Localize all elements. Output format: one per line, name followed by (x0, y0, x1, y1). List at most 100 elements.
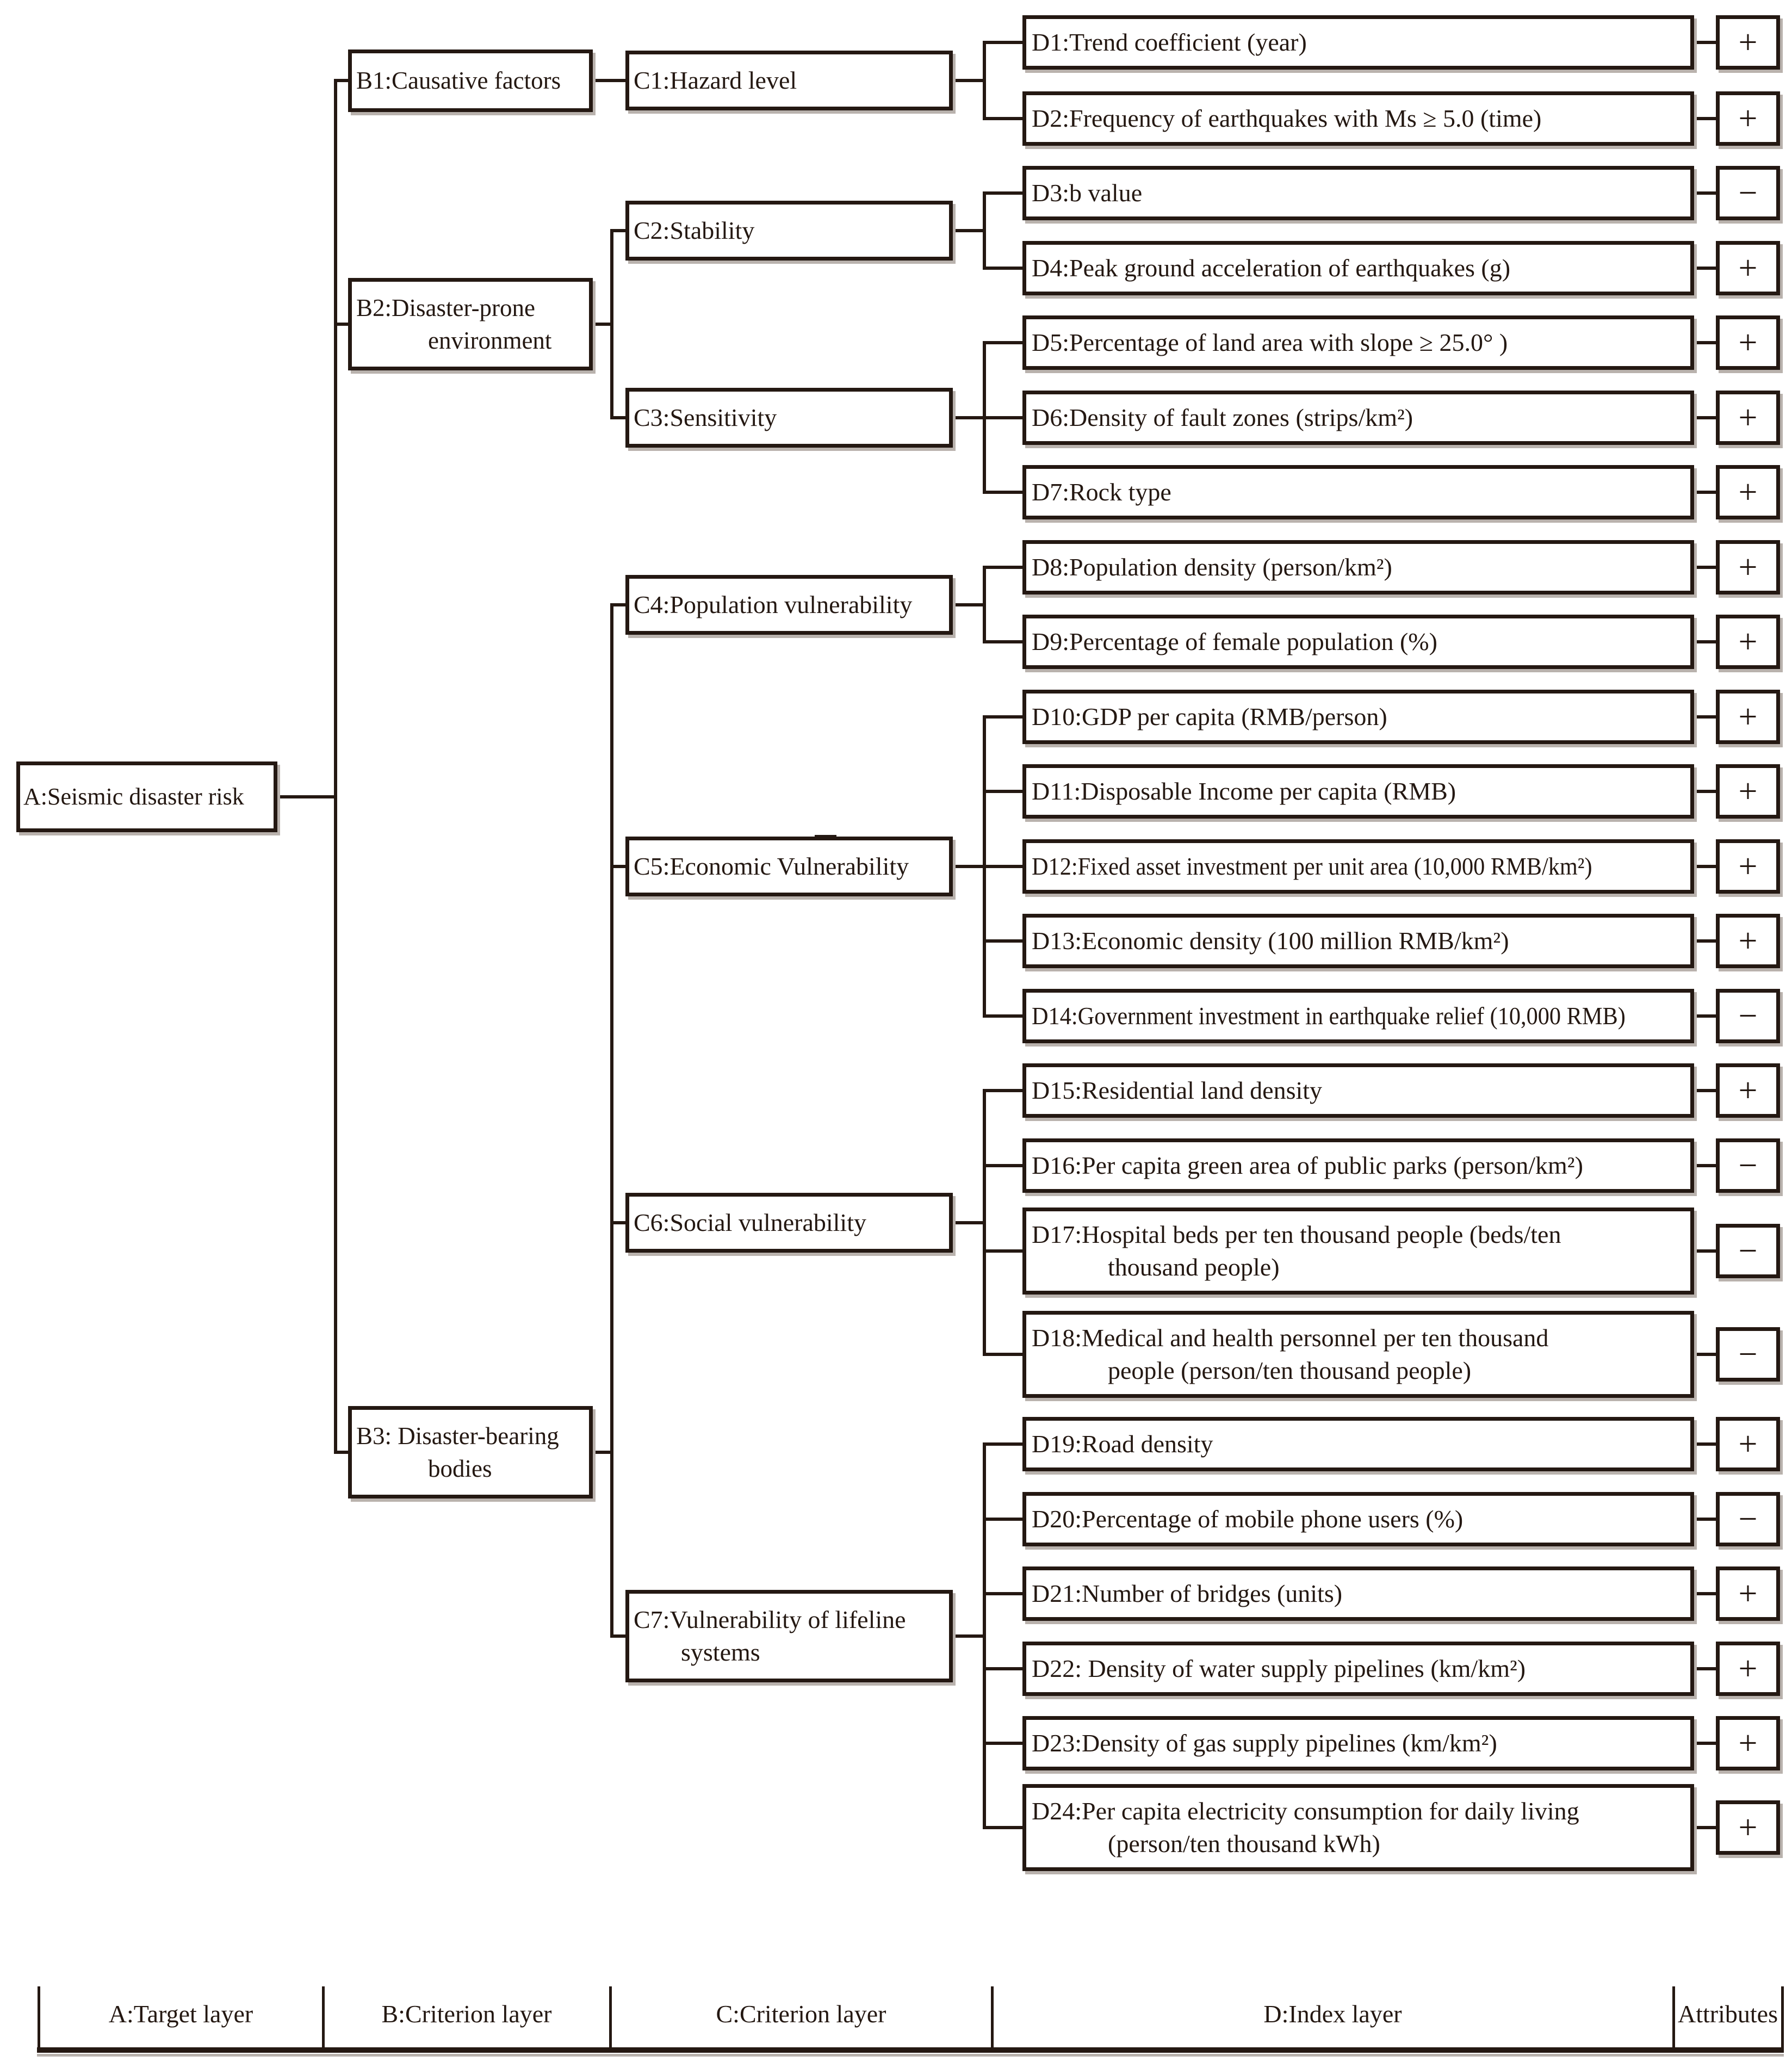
node-c3-label: C3:Sensitivity (634, 404, 777, 431)
connector-line (983, 1164, 1022, 1167)
connector-line (1694, 1518, 1716, 1521)
attribute-sign-glyph: − (1738, 1500, 1758, 1538)
node-b2-label: environment (428, 327, 552, 354)
attribute-sign-glyph: − (1738, 997, 1758, 1035)
connector-line (983, 416, 1022, 419)
node-d8-label: D8:Population density (person/km²) (1032, 553, 1392, 581)
connector-line (983, 1089, 986, 1356)
node-d5-label: D5:Percentage of land area with slope ≥ … (1032, 329, 1508, 356)
attribute-sign-glyph: − (1738, 1232, 1758, 1270)
node-d5: D5:Percentage of land area with slope ≥ … (1022, 315, 1694, 370)
connector-line (610, 865, 625, 868)
legend-cell-c: C:Criterion layer (716, 2000, 886, 2028)
legend-divider (1781, 1986, 1784, 2047)
connector-line (953, 603, 986, 606)
connector-line (983, 1442, 986, 1829)
trunk-b-line (334, 79, 337, 1454)
attribute-sign-glyph: + (1738, 623, 1758, 660)
node-b3-label: B3: Disaster-bearing (356, 1422, 559, 1450)
node-d22-label: D22: Density of water supply pipelines (… (1032, 1655, 1526, 1682)
attribute-sign-glyph: + (1738, 698, 1758, 735)
attribute-sign-d20: − (1716, 1492, 1780, 1546)
attribute-sign-glyph: + (1738, 772, 1758, 810)
connector-line (1694, 1667, 1716, 1670)
connector-line (1694, 1442, 1716, 1446)
node-c1: C1:Hazard level (625, 51, 953, 110)
connector-line (953, 229, 986, 232)
attribute-sign-glyph: + (1738, 1072, 1758, 1109)
connector-line (593, 323, 613, 326)
connector-line (983, 1442, 1022, 1446)
node-d11-label: D11:Disposable Income per capita (RMB) (1032, 777, 1456, 805)
node-d17-label: thousand people) (1108, 1253, 1280, 1281)
attribute-sign-glyph: + (1738, 473, 1758, 511)
node-d14: D14:Government investment in earthquake … (1022, 989, 1694, 1043)
connector-line (983, 566, 1022, 569)
attribute-sign-d16: − (1716, 1138, 1780, 1193)
legend-divider (322, 1986, 325, 2047)
connector-line (953, 1221, 986, 1224)
node-d2: D2:Frequency of earthquakes with Ms ≥ 5.… (1022, 91, 1694, 146)
connector-line (1694, 491, 1716, 494)
node-d22: D22: Density of water supply pipelines (… (1022, 1642, 1694, 1696)
connector-line (983, 41, 1022, 44)
connector-line (983, 191, 986, 270)
connector-line (610, 416, 625, 419)
node-d19: D19:Road density (1022, 1417, 1694, 1471)
connector-line (334, 323, 348, 326)
attribute-sign-glyph: + (1738, 324, 1758, 361)
attribute-sign-glyph: + (1738, 1809, 1758, 1846)
connector-line (953, 865, 986, 868)
connector-line (1694, 341, 1716, 344)
node-b2-label: B2:Disaster-prone (356, 294, 536, 321)
node-d24-label: (person/ten thousand kWh) (1108, 1830, 1380, 1857)
node-d1: D1:Trend coefficient (year) (1022, 15, 1694, 70)
node-d3-label: D3:b value (1032, 179, 1143, 207)
node-c1-label: C1:Hazard level (634, 66, 797, 94)
connector-line (610, 229, 625, 232)
attribute-sign-glyph: − (1738, 1147, 1758, 1184)
node-d9: D9:Percentage of female population (%) (1022, 615, 1694, 669)
connector-line (1694, 865, 1716, 868)
node-d14-label: D14:Government investment in earthquake … (1032, 1002, 1626, 1030)
connector-line (610, 603, 613, 1638)
legend-baseline (37, 2047, 1784, 2053)
node-a-label: A:Seismic disaster risk (23, 783, 244, 810)
connector-line (983, 1249, 1022, 1253)
connector-line (983, 267, 1022, 270)
node-d16-label: D16:Per capita green area of public park… (1032, 1151, 1583, 1179)
connector-line (1694, 939, 1716, 943)
node-c5: C5:Economic Vulnerability (625, 837, 953, 896)
attribute-sign-glyph: + (1738, 23, 1758, 61)
connector-line (953, 1634, 986, 1638)
node-c4-label: C4:Population vulnerability (634, 591, 913, 618)
connector-line (983, 715, 1022, 719)
connector-line (983, 566, 986, 643)
node-a: A:Seismic disaster risk (16, 761, 277, 832)
attribute-sign-glyph: + (1738, 1650, 1758, 1687)
connector-line (610, 229, 613, 419)
node-d21-label: D21:Number of bridges (units) (1032, 1580, 1343, 1607)
attribute-sign-d2: + (1716, 91, 1780, 146)
node-c2-label: C2:Stability (634, 216, 755, 244)
node-d20-label: D20:Percentage of mobile phone users (%) (1032, 1505, 1464, 1533)
node-d23-label: D23:Density of gas supply pipelines (km/… (1032, 1729, 1497, 1757)
connector-line (1694, 416, 1716, 419)
node-d15-label: D15:Residential land density (1032, 1076, 1323, 1104)
attribute-sign-glyph: + (1738, 100, 1758, 137)
attribute-sign-d7: + (1716, 465, 1780, 519)
attribute-sign-d23: + (1716, 1716, 1780, 1770)
attribute-sign-glyph: + (1738, 249, 1758, 287)
connector-line (1694, 566, 1716, 569)
connector-line (983, 939, 1022, 943)
node-d7-label: D7:Rock type (1032, 478, 1171, 506)
attribute-sign-glyph: − (1738, 1335, 1758, 1373)
node-d12: D12:Fixed asset investment per unit area… (1022, 839, 1694, 894)
connector-line (1694, 1089, 1716, 1092)
connector-line (983, 341, 1022, 344)
connector-line (983, 1014, 1022, 1018)
node-d24: D24:Per capita electricity consumption f… (1022, 1784, 1694, 1871)
attribute-sign-d12: + (1716, 839, 1780, 894)
attribute-sign-d11: + (1716, 764, 1780, 819)
